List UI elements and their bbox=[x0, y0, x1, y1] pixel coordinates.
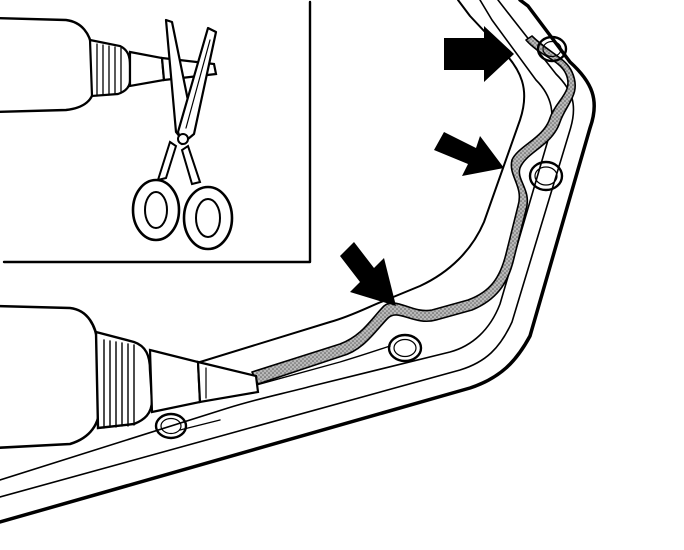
sealant-tube-icon bbox=[0, 16, 218, 114]
sealant-bead bbox=[251, 35, 576, 385]
scissors-icon bbox=[131, 18, 234, 251]
bolt-hole-icon bbox=[154, 35, 568, 440]
arrow-icon bbox=[340, 26, 514, 306]
sealant-tube-icon bbox=[0, 304, 260, 450]
inset-panel bbox=[0, 0, 312, 264]
